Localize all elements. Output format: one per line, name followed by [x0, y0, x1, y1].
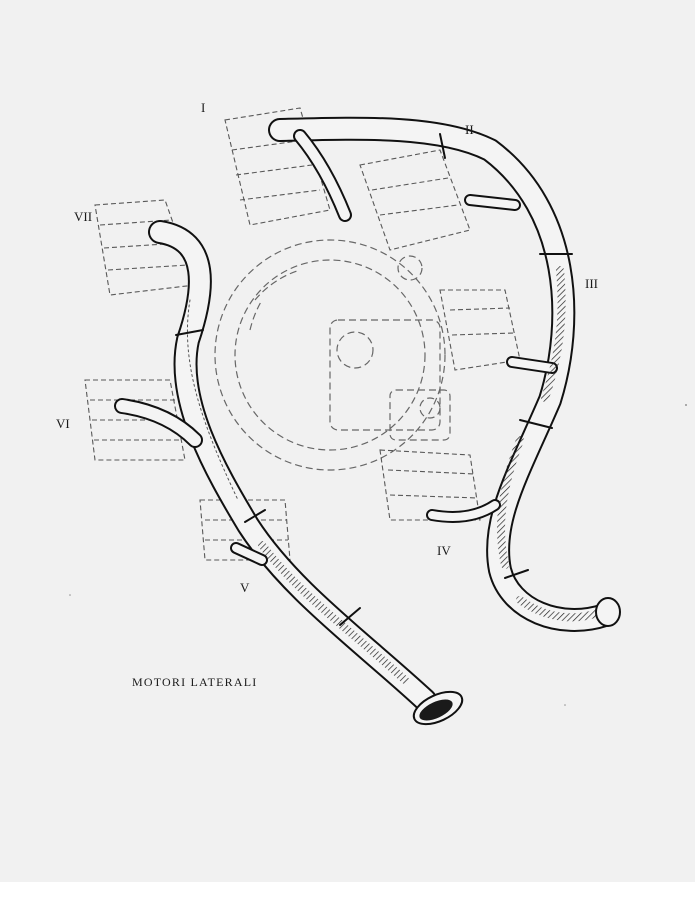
cylinders	[84, 107, 521, 561]
label-cylinder-5: V	[240, 580, 250, 595]
left-exhaust-pipe	[114, 220, 464, 726]
cylinder-2	[359, 149, 471, 251]
paper-specks	[69, 404, 687, 706]
right-exhaust-pipe	[268, 116, 621, 632]
label-cylinder-7: VII	[74, 209, 93, 224]
figure-caption: MOTORI LATERALI	[132, 675, 258, 689]
page-bottom-margin	[0, 882, 695, 900]
label-cylinder-4: IV	[437, 543, 451, 558]
label-cylinder-6: VI	[56, 416, 70, 431]
cylinder-4	[379, 449, 481, 521]
engine-body	[214, 239, 451, 471]
label-cylinder-2: II	[465, 122, 474, 137]
cylinder-6	[84, 379, 186, 461]
cylinder-1	[224, 107, 331, 226]
label-cylinder-1: I	[201, 100, 206, 115]
label-cylinder-3: III	[585, 276, 598, 291]
